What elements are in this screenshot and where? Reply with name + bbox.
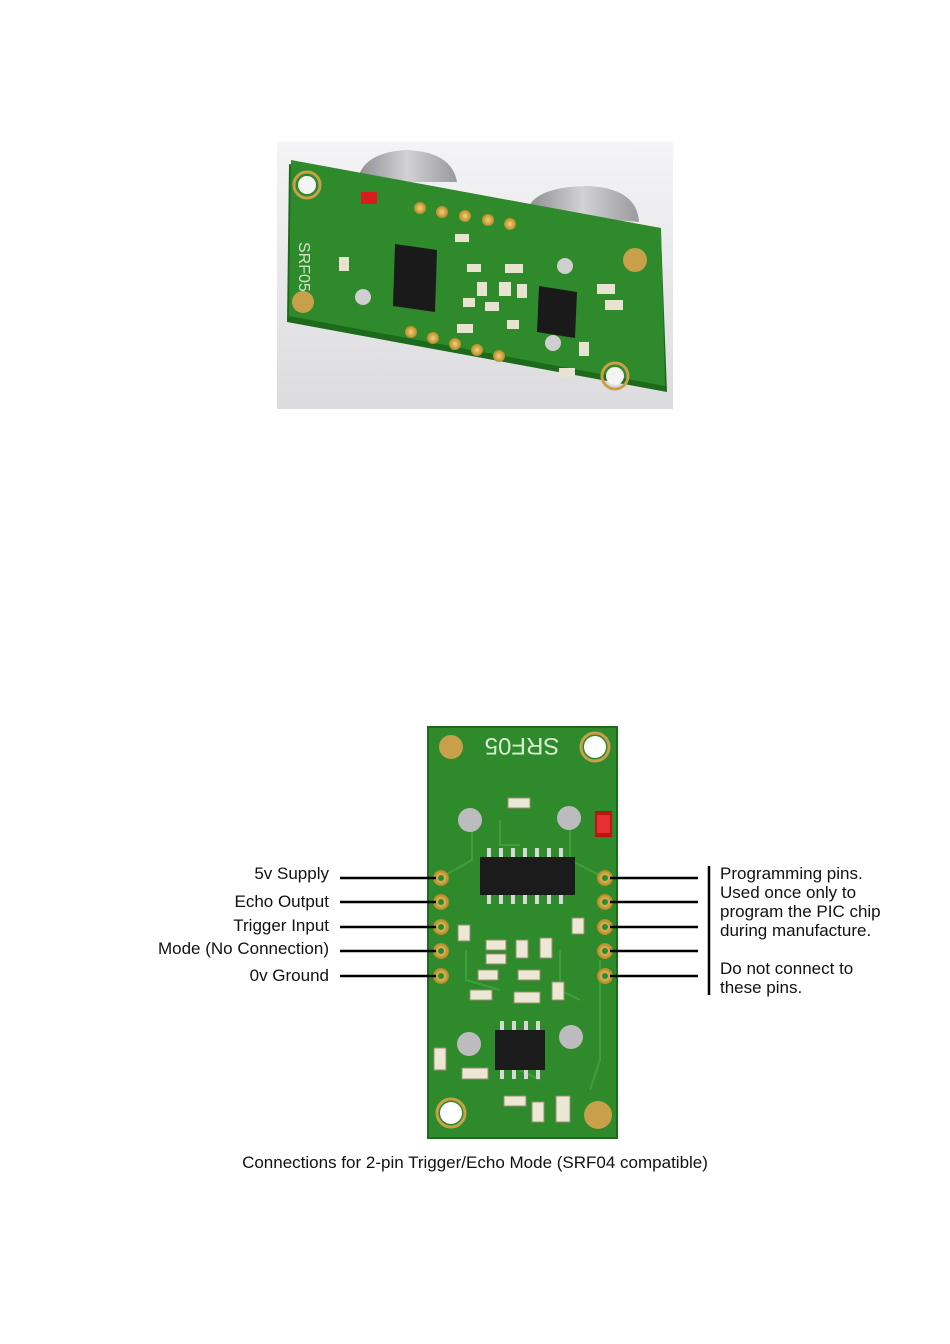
pin-label-0v-ground: 0v Ground (250, 967, 329, 985)
programming-note-line-4: during manufacture. (720, 922, 871, 940)
programming-note-line-1: Programming pins. (720, 865, 863, 883)
pinout-diagram: SRF05 (0, 700, 950, 1180)
programming-note-line-3: program the PIC chip (720, 903, 881, 921)
led (361, 192, 377, 204)
pin-label-5v-supply: 5v Supply (254, 865, 329, 883)
pin-label-trigger-input: Trigger Input (233, 917, 329, 935)
srf05-photo: SRF05 (277, 142, 673, 409)
photo-silkscreen-label: SRF05 (295, 242, 312, 292)
pin-label-mode: Mode (No Connection) (158, 940, 329, 958)
diagram-silkscreen-label: SRF05 (485, 732, 560, 759)
pinout-board-graphic: SRF05 (0, 700, 950, 1180)
diagram-caption: Connections for 2-pin Trigger/Echo Mode … (0, 1153, 950, 1173)
right-leader-lines (610, 866, 709, 995)
warning-note-line-2: these pins. (720, 979, 802, 997)
programming-note-line-2: Used once only to (720, 884, 856, 902)
warning-note-line-1: Do not connect to (720, 960, 853, 978)
left-leader-lines (340, 878, 436, 976)
pin-label-echo-output: Echo Output (234, 893, 329, 911)
